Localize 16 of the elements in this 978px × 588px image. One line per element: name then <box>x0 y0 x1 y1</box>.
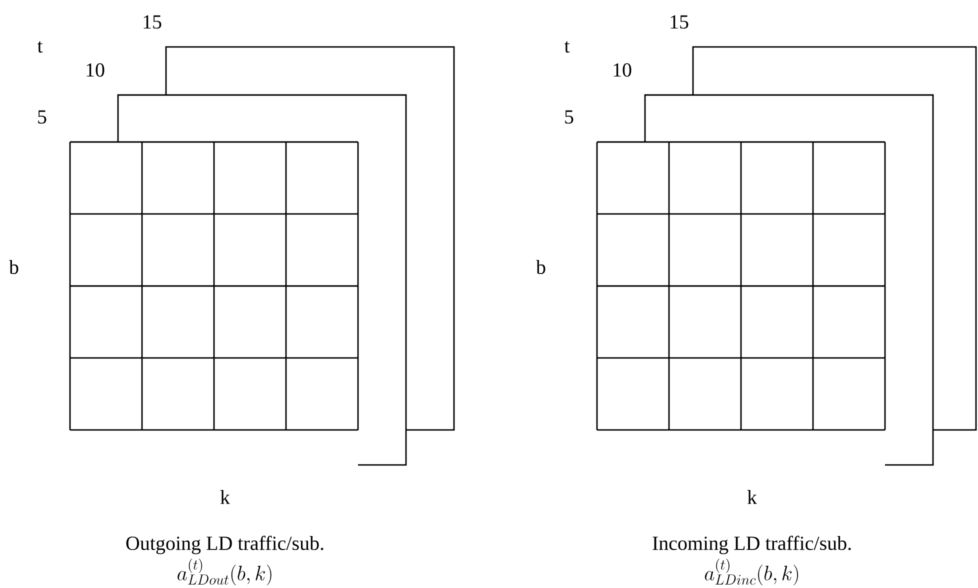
formula: $a^{(t)}_{LDinc}(b,k)$ <box>704 558 798 586</box>
caption: Incoming LD traffic/sub. <box>652 536 851 554</box>
axis-label: 10 <box>86 63 104 77</box>
axis-label: 15 <box>144 15 162 29</box>
axis-label: 15 <box>670 15 688 29</box>
caption: Outgoing LD traffic/sub. <box>126 536 324 554</box>
axis-label: 5 <box>565 110 574 124</box>
axis-label: k <box>220 490 230 504</box>
axis-label: 5 <box>38 110 46 124</box>
formula: $a^{(t)}_{LDout}(b,k)$ <box>178 558 272 586</box>
axis-label: b <box>536 260 546 274</box>
axis-label: k <box>747 490 757 504</box>
axis-label: t <box>564 41 570 53</box>
axis-label: b <box>9 260 18 274</box>
axis-label: 10 <box>614 63 632 77</box>
axis-label: t <box>37 41 43 53</box>
